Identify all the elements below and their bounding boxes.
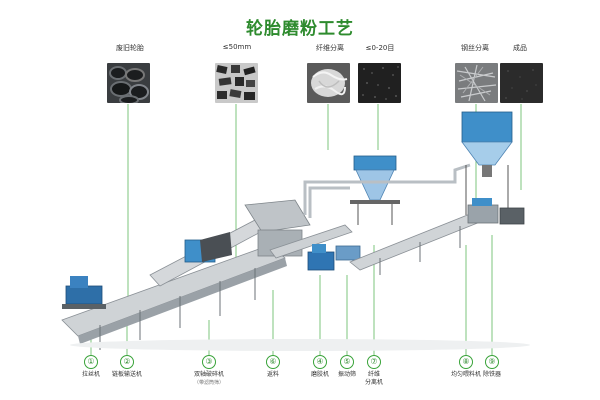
photo-label-fiber-separation: 纤维分离 [316, 44, 344, 52]
step-number-9: ⑨ [485, 355, 499, 369]
step-name-fiber-separator: 纤维分离机 [364, 371, 383, 386]
step-number-1: ① [84, 355, 98, 369]
step-number-3: ③ [202, 355, 216, 369]
photo-label-steel-separation: 钢丝分离 [461, 44, 489, 52]
leader-lines [90, 104, 522, 355]
fiber-photo [307, 63, 350, 103]
fiber-separator [350, 155, 400, 225]
step-number-4: ④ [313, 355, 327, 369]
step-name-vibrating-screen: 振动筛 [337, 371, 356, 378]
step-name-double-shaft-shredder: 双轴破碎机（带滤筒筛） [193, 371, 224, 386]
waste-tires-photo [107, 63, 150, 103]
photo-label-finished-product: 成品 [513, 44, 527, 52]
step-name-chain-conveyor: 链板输送机 [111, 371, 142, 378]
bag-filter-dust-collector [461, 111, 513, 215]
photo-label-mesh-size: ≤0-20目 [365, 44, 395, 52]
step-number-7: ⑦ [367, 355, 381, 369]
step-name-iron-remover: 除铁器 [482, 371, 501, 378]
finished-product-photo [500, 63, 543, 103]
vibrating-screen [335, 245, 361, 261]
tire-wire-drawing-machine [62, 276, 106, 309]
photo-label-waste-tires: 废旧轮胎 [116, 44, 144, 52]
step-name-wire-puller: 拉丝机 [81, 371, 100, 378]
step-name-uniform-feeder: 均匀喂料机 [450, 371, 481, 378]
chain-conveyor [61, 244, 287, 350]
floor-shadow [70, 339, 530, 351]
step-number-2: ② [120, 355, 134, 369]
step-number-5: ⑤ [340, 355, 354, 369]
rubber-chips-photo [215, 63, 258, 103]
iron-remover [499, 207, 525, 225]
step-number-8: ⑧ [459, 355, 473, 369]
pneumatic-pipe [303, 163, 471, 218]
steel-wire-photo [455, 63, 498, 103]
rubber-powder-photo [358, 63, 401, 103]
uniform-feeder [467, 198, 499, 224]
diagram-title: 轮胎磨粉工艺 [246, 19, 354, 39]
step-number-6: ⑥ [266, 355, 280, 369]
step-name-return: 返料 [266, 371, 279, 378]
rubber-grinder [307, 244, 335, 271]
step-name-rubber-grinder: 磨胶机 [310, 371, 329, 378]
photo-label-size-50mm: ≤50mm [222, 43, 252, 51]
return-conveyor [269, 224, 353, 259]
